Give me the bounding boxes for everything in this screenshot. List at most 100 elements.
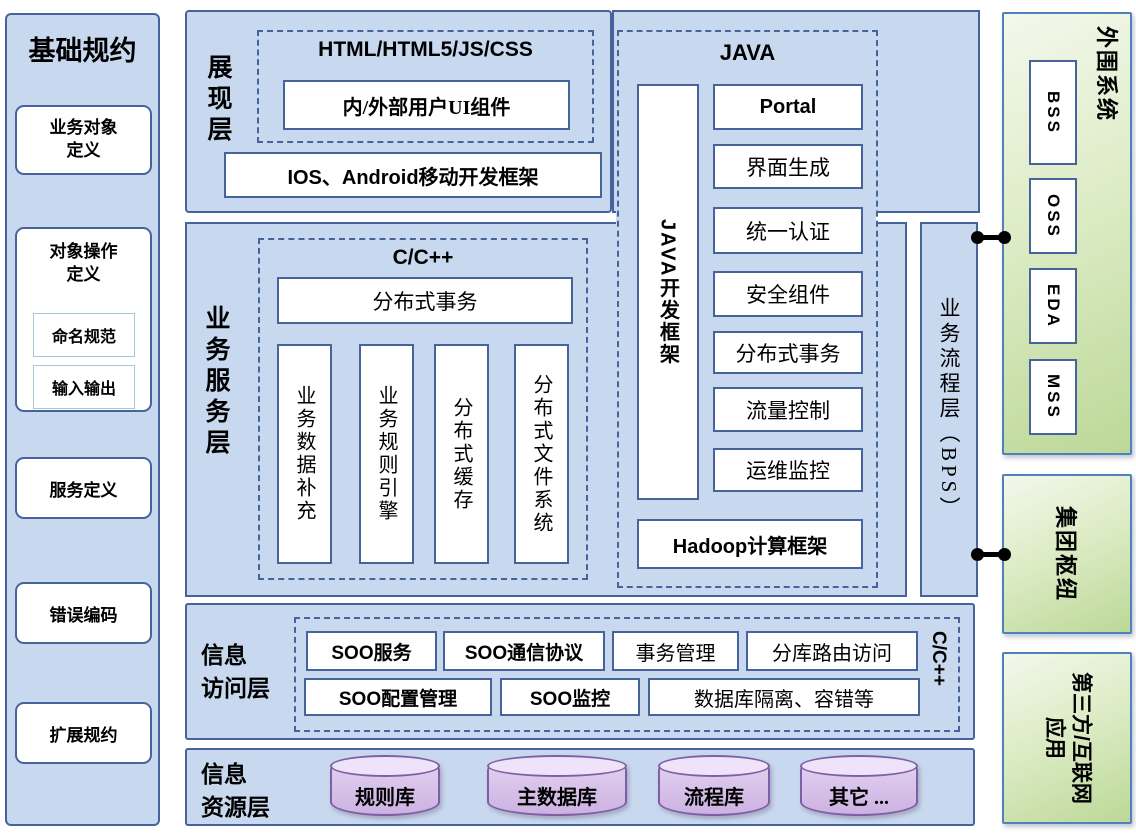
bps-layer-panel: 业务流程层（BPS） bbox=[920, 222, 978, 597]
java-group: JAVA JAVA开发框架 Portal 界面生成 统一认证 安全组件 分布式事… bbox=[617, 30, 878, 588]
cylinder-top bbox=[487, 755, 627, 777]
java-framework-box: JAVA开发框架 bbox=[637, 84, 699, 500]
soo-protocol-label: SOO通信协议 bbox=[464, 642, 584, 664]
cpp-group-title: C/C++ bbox=[392, 246, 454, 269]
java-framework-label: JAVA开发框架 bbox=[656, 218, 679, 366]
soo-monitor-box: SOO监控 bbox=[500, 678, 640, 716]
soo-service-box: SOO服务 bbox=[306, 631, 437, 671]
sidebar-item-extension-spec: 扩展规约 bbox=[15, 702, 152, 764]
hadoop-framework-label: Hadoop计算框架 bbox=[672, 535, 828, 558]
database-label: 其它 ... bbox=[829, 787, 889, 809]
sidebar-item-label: 错误编码 bbox=[49, 605, 118, 625]
cylinder-top bbox=[330, 755, 440, 777]
java-component-label: 流量控制 bbox=[746, 398, 830, 423]
cpp-column-label: 分布式文件系统 bbox=[530, 373, 552, 535]
sidebar-item-label: 扩展规约 bbox=[49, 725, 118, 745]
sidebar-item-object-operation-def: 对象操作 定义 命名规范 输入输出 bbox=[15, 227, 152, 412]
database-label: 流程库 bbox=[684, 787, 744, 809]
soo-config-label: SOO配置管理 bbox=[338, 688, 458, 710]
soo-protocol-box: SOO通信协议 bbox=[443, 631, 605, 671]
sidebar-item-label: 服务定义 bbox=[49, 480, 118, 500]
cpp-column-rule-engine: 业务规则引擎 bbox=[359, 344, 414, 564]
soo-service-label: SOO服务 bbox=[331, 642, 412, 664]
sidebar-item-service-def: 服务定义 bbox=[15, 457, 152, 519]
cylinder-top bbox=[800, 755, 918, 777]
external-system-label: EDA bbox=[1044, 283, 1063, 329]
shard-routing-label: 分库路由访问 bbox=[772, 642, 892, 665]
cylinder-top bbox=[658, 755, 770, 777]
ui-component-label: 内/外部用户UI组件 bbox=[342, 96, 511, 119]
external-system-label: MSS bbox=[1044, 374, 1063, 420]
external-system-label: OSS bbox=[1044, 193, 1063, 239]
mobile-framework-label: IOS、Android移动开发框架 bbox=[287, 166, 539, 189]
java-group-title: JAVA bbox=[719, 40, 776, 65]
sidebar-subitem-label: 输入输出 bbox=[51, 381, 116, 398]
presentation-layer-label: 展现层 bbox=[204, 54, 231, 147]
database-process: 流程库 bbox=[658, 755, 770, 816]
soo-monitor-label: SOO监控 bbox=[529, 688, 611, 710]
third-party-label: 第三方/互联网应用 bbox=[1043, 672, 1093, 804]
java-component-label: 安全组件 bbox=[746, 283, 830, 307]
cpp-column-business-data: 业务数据补充 bbox=[277, 344, 332, 564]
java-component-unified-auth: 统一认证 bbox=[713, 207, 863, 254]
database-other: 其它 ... bbox=[800, 755, 918, 816]
external-system-bss: BSS bbox=[1029, 60, 1077, 165]
presentation-layer-panel: 展现层 HTML/HTML5/JS/CSS 内/外部用户UI组件 IOS、And… bbox=[185, 10, 612, 213]
info-access-language-label: C/C++ bbox=[928, 631, 949, 686]
info-resource-label: 信息 资源层 bbox=[201, 762, 270, 821]
info-access-label: 信息 访问层 bbox=[201, 643, 270, 702]
db-isolation-label: 数据库隔离、容错等 bbox=[694, 688, 874, 711]
database-label: 规则库 bbox=[355, 787, 415, 809]
sidebar-item-label: 对象操作 定义 bbox=[49, 242, 118, 284]
java-component-flow-control: 流量控制 bbox=[713, 387, 863, 432]
shard-routing-box: 分库路由访问 bbox=[746, 631, 918, 671]
sidebar-subitem-input-output: 输入输出 bbox=[33, 365, 135, 409]
external-system-oss: OSS bbox=[1029, 178, 1077, 254]
sidebar-subitem-label: 命名规范 bbox=[51, 329, 116, 346]
connector-bps-group-hub bbox=[971, 548, 1011, 561]
cpp-distributed-transaction-box: 分布式事务 bbox=[277, 277, 573, 324]
base-spec-title: 基础规约 bbox=[28, 36, 137, 66]
database-rule: 规则库 bbox=[330, 755, 440, 816]
third-party-panel: 第三方/互联网应用 bbox=[1002, 652, 1132, 824]
cpp-group: C/C++ 分布式事务 业务数据补充 业务规则引擎 分布式缓存 分布式文件系统 bbox=[258, 238, 588, 580]
external-system-eda: EDA bbox=[1029, 268, 1077, 344]
java-component-label: 界面生成 bbox=[746, 155, 830, 180]
cpp-column-label: 分布式缓存 bbox=[450, 396, 472, 512]
java-component-label: 运维监控 bbox=[746, 459, 830, 483]
group-hub-panel: 集团枢纽 bbox=[1002, 474, 1132, 634]
group-hub-label: 集团枢纽 bbox=[1053, 505, 1078, 602]
java-component-ops-monitoring: 运维监控 bbox=[713, 448, 863, 492]
sidebar-item-error-code: 错误编码 bbox=[15, 582, 152, 644]
sidebar-item-label: 业务对象 定义 bbox=[49, 118, 118, 160]
external-system-label: BSS bbox=[1044, 90, 1063, 135]
db-isolation-box: 数据库隔离、容错等 bbox=[648, 678, 920, 716]
mobile-framework-box: IOS、Android移动开发框架 bbox=[224, 152, 602, 198]
cpp-column-distributed-cache: 分布式缓存 bbox=[434, 344, 489, 564]
connector-bps-external bbox=[971, 231, 1011, 244]
sidebar-item-business-object-def: 业务对象 定义 bbox=[15, 105, 152, 175]
java-component-security: 安全组件 bbox=[713, 271, 863, 317]
web-tech-group: HTML/HTML5/JS/CSS 内/外部用户UI组件 bbox=[257, 30, 594, 143]
ui-component-box: 内/外部用户UI组件 bbox=[283, 80, 570, 130]
web-tech-title: HTML/HTML5/JS/CSS bbox=[318, 38, 533, 61]
base-spec-panel: 基础规约 业务对象 定义 对象操作 定义 命名规范 输入输出 服务定义 错误编码… bbox=[5, 13, 160, 826]
soo-config-box: SOO配置管理 bbox=[304, 678, 492, 716]
hadoop-framework-box: Hadoop计算框架 bbox=[637, 519, 863, 569]
transaction-mgmt-label: 事务管理 bbox=[635, 642, 716, 665]
info-access-group bbox=[294, 617, 960, 732]
external-system-mss: MSS bbox=[1029, 359, 1077, 435]
sidebar-subitem-naming-spec: 命名规范 bbox=[33, 313, 135, 357]
java-component-label: Portal bbox=[759, 95, 817, 118]
database-master: 主数据库 bbox=[487, 755, 627, 816]
database-label: 主数据库 bbox=[517, 787, 597, 809]
transaction-mgmt-box: 事务管理 bbox=[612, 631, 739, 671]
business-layer-label: 业务服务层 bbox=[202, 305, 229, 460]
cpp-column-distributed-fs: 分布式文件系统 bbox=[514, 344, 569, 564]
java-component-label: 统一认证 bbox=[746, 219, 830, 244]
java-component-portal: Portal bbox=[713, 84, 863, 130]
java-component-distributed-transaction: 分布式事务 bbox=[713, 331, 863, 374]
cpp-distributed-transaction-label: 分布式事务 bbox=[372, 289, 478, 314]
cpp-column-label: 业务规则引擎 bbox=[375, 385, 397, 523]
java-component-ui-generation: 界面生成 bbox=[713, 144, 863, 189]
